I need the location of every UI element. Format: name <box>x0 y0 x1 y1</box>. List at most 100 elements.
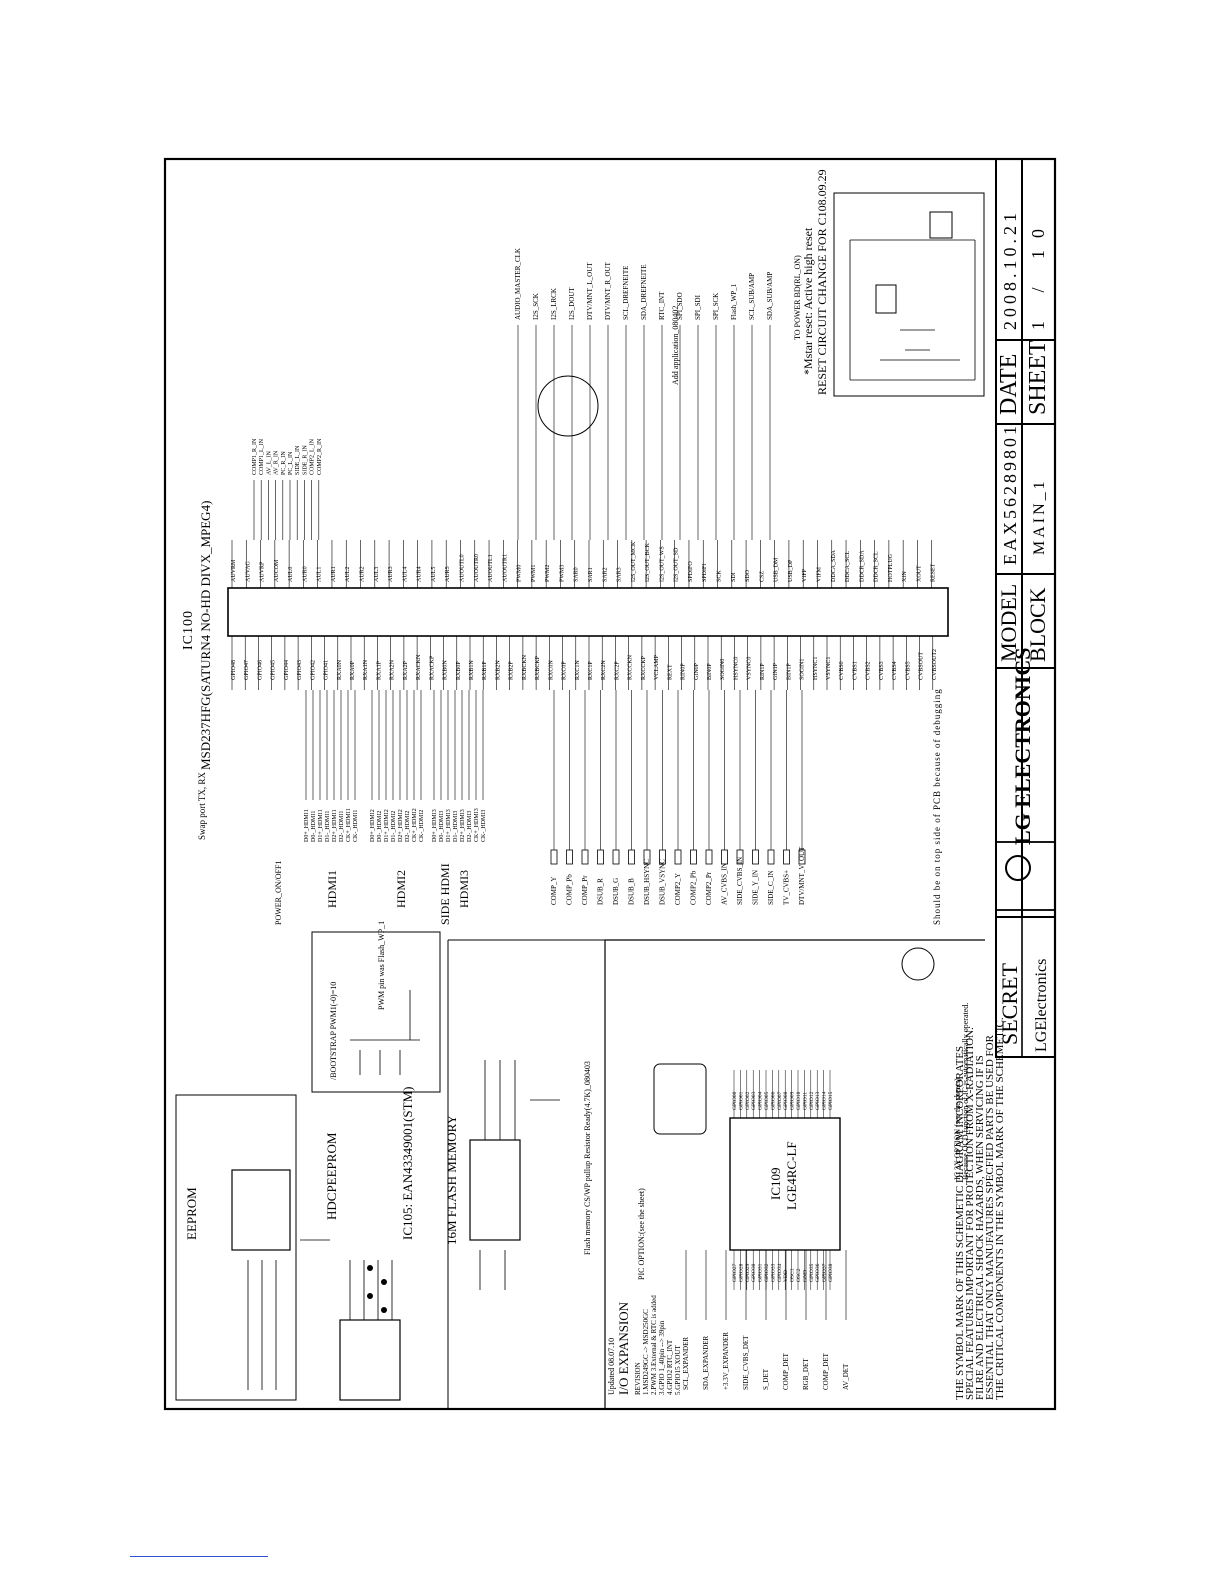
expander-net: +3.3V_EXPANDER <box>722 1332 730 1390</box>
hdmi-net: D1+_HDMI3 <box>446 809 452 842</box>
ic100-pin-label: RXC2P <box>614 661 620 680</box>
ic100-pin-label: RXB1N <box>469 660 475 680</box>
right-net: SPI_SDI <box>694 294 702 320</box>
ic100-pin-label: GPIO47 <box>244 660 250 680</box>
ic100-pin-label: AUL3 <box>374 567 380 582</box>
block-label: BLOCK <box>1025 587 1050 662</box>
eeprom-chip <box>231 1169 291 1251</box>
ic100-pin-label: AUR5 <box>445 566 451 582</box>
updated-note: Updated 08.07.10 <box>607 1338 616 1395</box>
revision-line: 2.PWM 3.External & RTC is added <box>650 1295 658 1395</box>
ic100-pin-label: HOTPLUG <box>888 553 894 582</box>
right-net: SCL_DREFNEITE <box>622 266 630 320</box>
swap-port-note: Swap port TX, RX <box>197 772 207 840</box>
audio-in-net: AV_R_IN <box>274 450 280 475</box>
ic109-pin-label: GPIO06 <box>770 1091 776 1110</box>
ic100-pin-label: CVBSOUT <box>919 652 925 680</box>
ic109-pin-label: GPIO29 <box>745 1263 751 1282</box>
company-small: LGElectronics <box>1033 959 1050 1052</box>
hdmi-net: D2+_HDMI1 <box>332 809 338 842</box>
audio-in-net: COMP2_L_IN <box>310 438 316 475</box>
reset-note-1: *Mstar reset: Active high reset <box>801 227 815 375</box>
revision-line: 3.GPIO 1_40pin --> 39pin <box>658 1320 666 1395</box>
ic100-pin-label: CSZ <box>759 571 765 582</box>
ic100-pin-label: AUOUTR0 <box>474 554 480 582</box>
ic100-part: MSD237HFG(SATURN4 NO-HD DIVX_MPEG4) <box>198 501 213 770</box>
ic100-pin-label: VSYNC1 <box>826 657 832 680</box>
pwm-note: PWM pin was Flash_WP_1 <box>377 921 386 1010</box>
ic109-pin-label: GPIO00 <box>732 1091 738 1110</box>
ic109-pin-label: GPIO33 <box>770 1263 776 1282</box>
title-block: 2008.10.21 1 / 10 DATE SHEET EAX56289801… <box>995 158 1056 918</box>
video-net: DSUB_B <box>628 878 636 905</box>
ic109-pin-label: GPIO28 <box>738 1263 744 1282</box>
hdmi-net: D2-_HDMI3 <box>467 811 473 842</box>
hdmi-net: D0-_HDMI2 <box>377 811 383 842</box>
ic100-ref: IC100 <box>181 610 196 650</box>
ic100-pin-label: RXC2N <box>601 660 607 680</box>
hdmi-net: D1-_HDMI1 <box>325 811 331 842</box>
ic100-pin-label: AUL0 <box>288 567 294 582</box>
ic100-pin-label: PWM2 <box>545 565 551 582</box>
transistor-ring <box>901 947 935 981</box>
ic100-pin-label: RXB0N <box>443 660 449 680</box>
expander-net: COMP_DET <box>782 1352 790 1390</box>
ic100-pin-label: DDCR_SCL <box>874 551 880 582</box>
ic100-pin-label: PWM3 <box>559 565 565 582</box>
hdmi-net: D0+_HDMI2 <box>370 809 376 842</box>
bootstrap-box <box>311 931 441 1093</box>
block-value: MAIN_1 <box>1031 478 1048 555</box>
lg-logo-icon <box>1005 855 1031 881</box>
ic100-pin-label: GPIO43 <box>297 660 303 680</box>
hdmi-net: D1-_HDMI3 <box>453 811 459 842</box>
ic100-pin-label: RXC0N <box>548 660 554 680</box>
ic109-pin-label: GPIO01 <box>738 1091 744 1110</box>
ic109-part: LGE4RC-LF <box>784 1141 799 1210</box>
ic109-pin-label: GPIO09 <box>790 1091 796 1110</box>
hdmi-net: D2+_HDMI2 <box>398 809 404 842</box>
footer-link-line <box>130 1556 268 1557</box>
sheet-label: SHEET <box>1025 340 1051 415</box>
ic100-pin-label: GPIO42 <box>310 660 316 680</box>
expander-net: SIDE_CVBS_DET <box>742 1335 750 1390</box>
secret-label: SECRET <box>997 963 1022 1045</box>
hdmi-net: D1-_HDMI2 <box>391 811 397 842</box>
ics-note-1: IC 3X OPTION (see the sheets) <box>953 1078 962 1180</box>
ic100-pin-label: AUR4 <box>417 566 423 582</box>
reset-box <box>833 192 985 397</box>
ic109-pin-label: GPIO34 <box>777 1263 783 1282</box>
ic109-pin-label: GPIO08 <box>783 1091 789 1110</box>
hdmi-net: CK+_HDMI2 <box>412 808 418 842</box>
hdmi-net: CK-_HDMI3 <box>481 810 487 842</box>
ic100-pin-label: RXACKN <box>416 654 422 680</box>
video-net: DTV/MNT_V_OUT <box>798 846 806 905</box>
ic100-pin-label: AUL4 <box>402 567 408 582</box>
right-net: AUDIO_MASTER_CLK <box>514 248 522 320</box>
ic100-pin-label: HSYNC0 <box>733 657 739 680</box>
lg-logo-text: LG ELECTRONICS <box>1010 648 1035 845</box>
model-value: EAX56289801 <box>1000 423 1020 565</box>
expander-net: RGB_DET <box>802 1358 810 1390</box>
ic100-pin-label: AUL2 <box>345 567 351 582</box>
ic100-pin-label: CVBS1 <box>852 661 858 680</box>
hdmi-net: D1+_HDMI1 <box>318 809 324 842</box>
ic100-pin-label: RXB0P <box>456 661 462 680</box>
ic100-pin-label: AUR3 <box>388 566 394 582</box>
ic109-pin-label: OSC2 <box>796 1268 802 1282</box>
ic100-pin-label: GIN0P <box>694 662 700 680</box>
audio-in-net: SIDE_R_IN <box>302 445 308 475</box>
bootstrap-title: /BOOTSTRAP PWM1(-0)=10 <box>329 982 338 1080</box>
video-net: COMP_Y <box>550 877 558 905</box>
ic100-pin-label: I2S_OUT_SD <box>674 547 680 582</box>
hdmi2-label: HDMI2 <box>394 870 408 908</box>
side-hdmi-label: SIDE HDMI <box>438 863 452 925</box>
audio-in-net: PC_R_IN <box>281 451 287 475</box>
ic100-pin-label: USB_DP <box>788 559 794 582</box>
ic109-pin-label: GND <box>802 1270 808 1282</box>
date-value: 2008.10.21 <box>1000 209 1020 330</box>
ic100-pin-label: CVBS5 <box>905 661 911 680</box>
ic109-pin-label: GPIO38 <box>828 1263 834 1282</box>
